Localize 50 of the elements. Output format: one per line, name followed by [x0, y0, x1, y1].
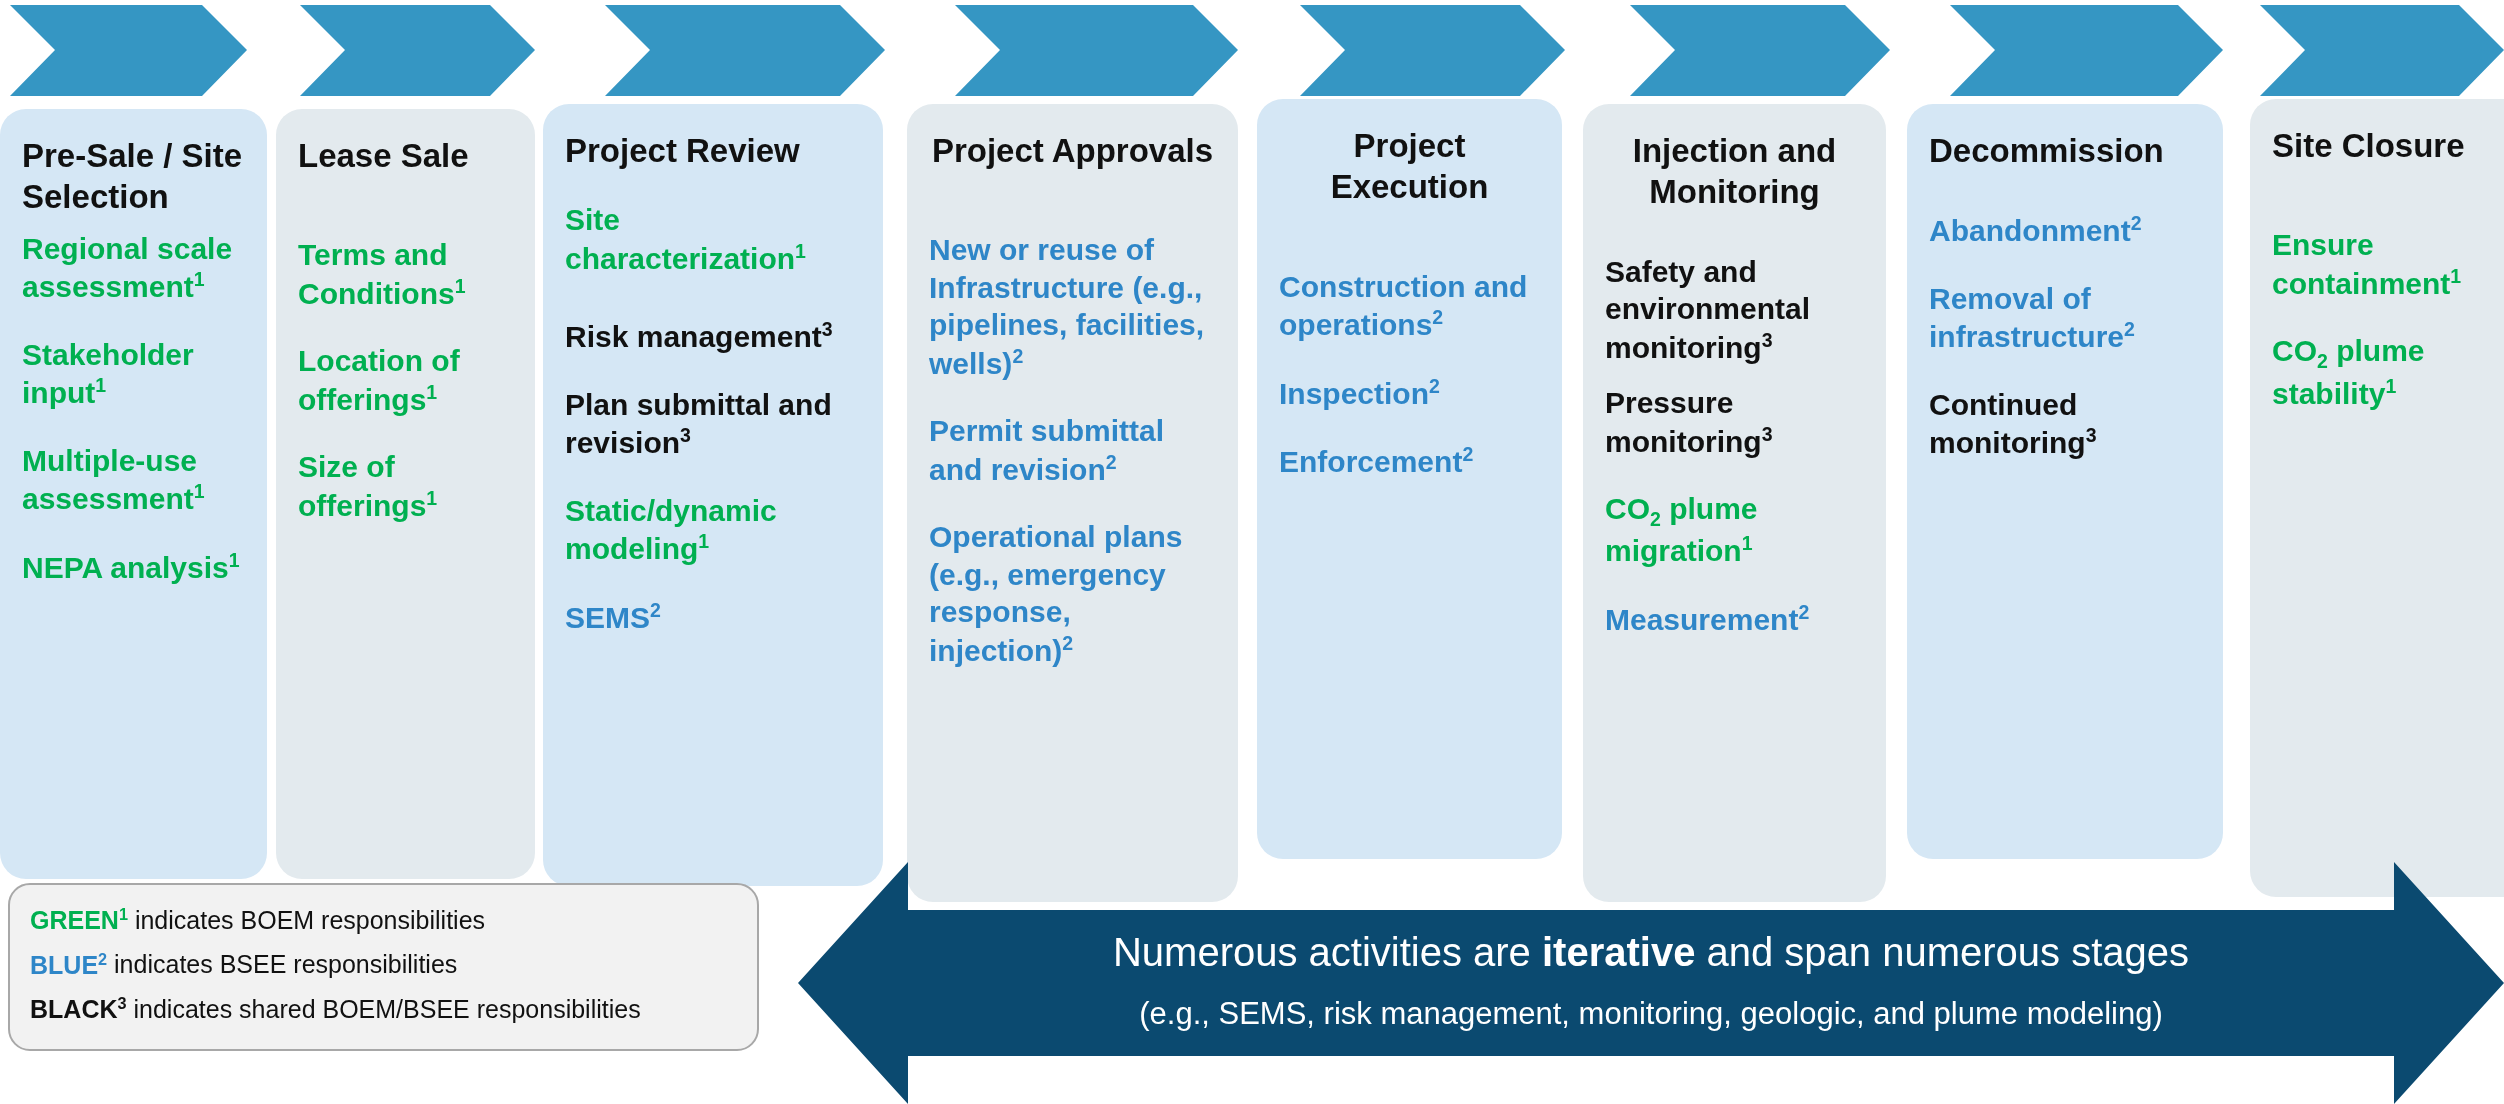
- activity-text: Ensure containment$^{1}$: [2272, 227, 2463, 302]
- stage-column: [907, 104, 1238, 902]
- activity-text: Enforcement$^{2}$: [1279, 442, 1475, 480]
- activity-text: New or reuse of Infrastructure (e.g., pipelines, facilities, wells)$^{2}$: [929, 232, 1206, 382]
- stage-heading: Project Review: [565, 131, 801, 171]
- stage-column: [2250, 99, 2504, 897]
- legend-text: BLUE$^{2}$ indicates BSEE responsibilities: [30, 949, 459, 980]
- activity-text: Pressure monitoring$^{3}$: [1605, 385, 1774, 460]
- stage-heading: Project Approvals: [930, 131, 1215, 171]
- stage-column: [1583, 104, 1886, 902]
- activity-text: Measurement$^{2}$: [1605, 599, 1811, 638]
- activity-text: Plan submittal and revision$^{3}$: [565, 386, 833, 462]
- stage-heading: Pre-Sale / Site Selection: [22, 136, 244, 218]
- activity-text: Permit submittal and revision$^{2}$: [929, 413, 1166, 488]
- activity-text: Site characterization$^{1}$: [565, 202, 807, 277]
- stage-heading: Decommission: [1929, 131, 2165, 171]
- activity-text: Stakeholder input$^{1}$: [22, 336, 195, 411]
- stage-heading: Project Execution: [1329, 126, 1490, 208]
- stage-column: [1257, 99, 1562, 859]
- stage-column: [1907, 104, 2223, 859]
- activity-text: Size of offerings$^{1}$: [298, 449, 439, 524]
- activity-text: Risk management$^{3}$: [565, 317, 834, 356]
- stage-heading: Lease Sale: [298, 136, 470, 176]
- stage-column: [0, 109, 267, 879]
- legend-text: BLACK$^{3}$ indicates shared BOEM/BSEE responsibilities: [30, 993, 642, 1024]
- banner-subtext: (e.g., SEMS, risk management, monitoring, geologic, and plume modeling): [1138, 996, 2164, 1032]
- activity-text: SEMS$^{2}$: [565, 597, 662, 636]
- activity-text: Abandonment$^{2}$: [1929, 211, 2143, 250]
- activity-text: Inspection$^{2}$: [1279, 373, 1441, 412]
- activity-text: CO$_{2}$ plume stability$^{1}$: [2272, 333, 2426, 412]
- activity-text: Safety and environmental monitoring$^{3}$: [1605, 253, 1812, 366]
- stage-column: [543, 104, 883, 886]
- activity-text: NEPA analysis$^{1}$: [22, 547, 241, 586]
- activity-text: Static/dynamic modeling$^{1}$: [565, 492, 778, 568]
- activity-text: Continued monitoring$^{3}$: [1929, 386, 2098, 462]
- stage-heading: Site Closure: [2272, 126, 2466, 166]
- activity-text: Regional scale assessment$^{1}$: [22, 230, 234, 305]
- activity-text: Operational plans (e.g., emergency response, injection)$^{2}$: [929, 519, 1184, 669]
- activity-text: Removal of infrastructure$^{2}$: [1929, 280, 2136, 356]
- legend-text: GREEN$^{1}$ indicates BOEM responsibilities: [30, 905, 487, 936]
- activity-text: Terms and Conditions$^{1}$: [298, 237, 467, 312]
- double-arrow: [798, 862, 2504, 1104]
- legend-box: [8, 883, 759, 1051]
- stage-column: [276, 109, 535, 879]
- activity-text: CO$_{2}$ plume migration$^{1}$: [1605, 491, 1759, 570]
- activity-text: Multiple-use assessment$^{1}$: [22, 442, 206, 517]
- stage-heading: Injection and Monitoring: [1631, 131, 1838, 213]
- banner-text: Numerous activities are iterative and span numerous stages: [1111, 930, 2191, 975]
- activity-text: Location of offerings$^{1}$: [298, 343, 461, 418]
- activity-text: Construction and operations$^{2}$: [1279, 268, 1529, 343]
